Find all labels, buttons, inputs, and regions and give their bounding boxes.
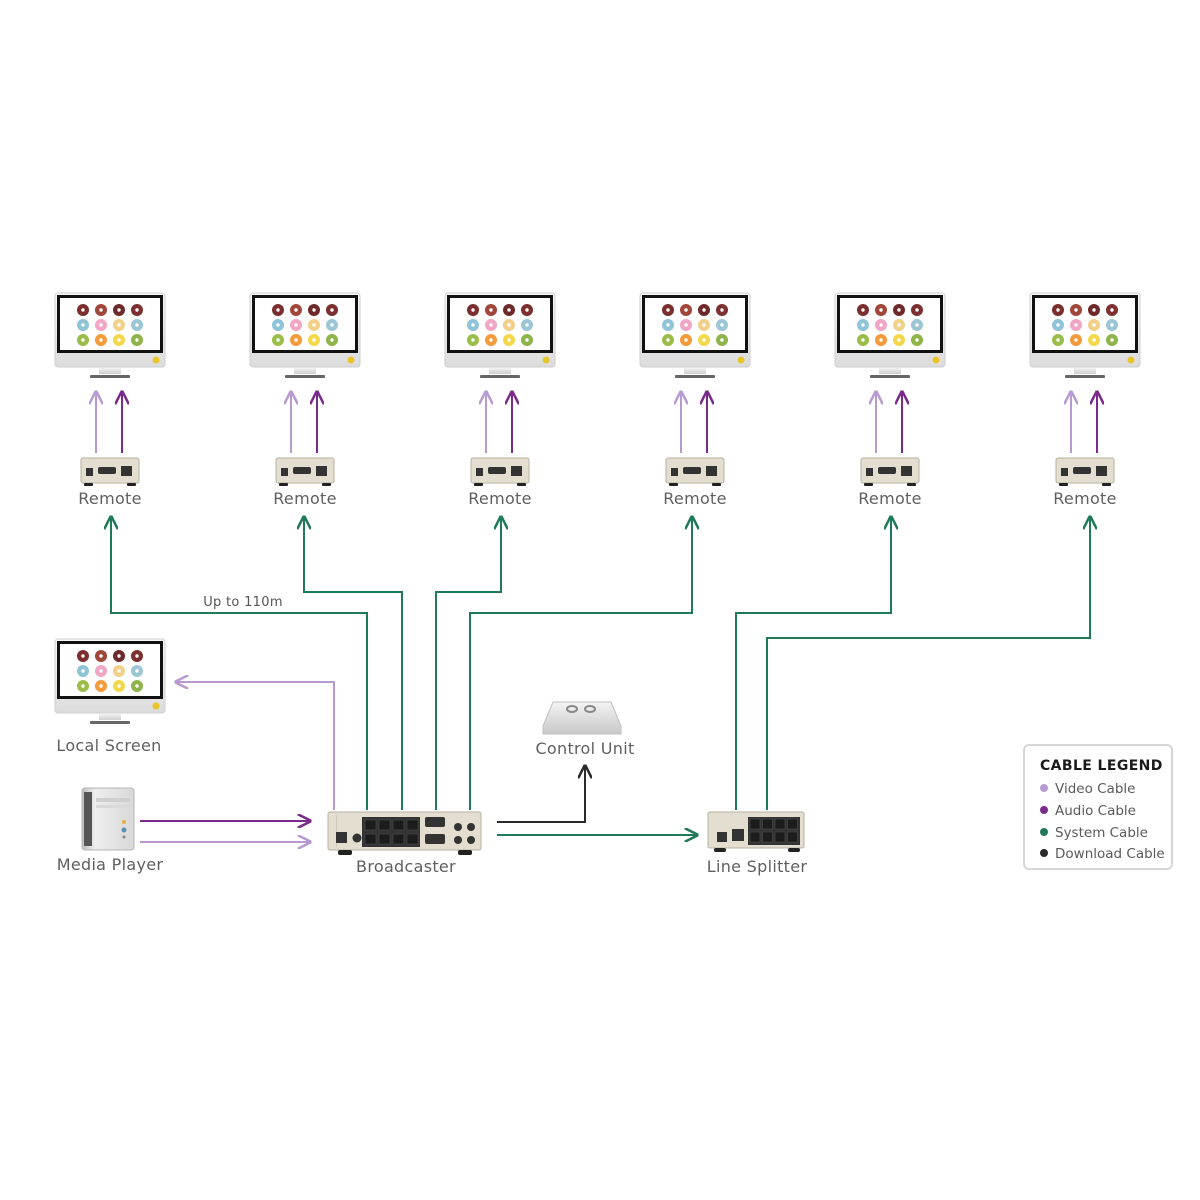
remote-label: Remote	[273, 489, 337, 508]
cable-legend: CABLE LEGEND Video Cable Audio Cable Sys…	[1023, 744, 1173, 870]
legend-title: CABLE LEGEND	[1040, 758, 1163, 774]
remote-label: Remote	[663, 489, 727, 508]
distance-label: Up to 110m	[203, 595, 283, 610]
remote-device-icon	[470, 457, 530, 486]
remote-monitor-4-icon	[639, 292, 751, 378]
remote-device-icon	[860, 457, 920, 486]
download-cable	[497, 766, 585, 823]
line-splitter-device-icon	[707, 811, 805, 852]
remote-label: Remote	[858, 489, 922, 508]
system-cable	[304, 517, 403, 810]
remote-label: Remote	[1053, 489, 1117, 508]
control-unit-device-icon	[542, 701, 622, 735]
audio-dot-icon	[1040, 806, 1048, 814]
remote-device-icon	[1055, 457, 1115, 486]
remote-device-icon	[665, 457, 725, 486]
remotes	[80, 457, 1115, 486]
remote-monitor-5-icon	[834, 292, 946, 378]
remote-device-icon	[80, 457, 140, 486]
remote-monitor-1-icon	[54, 292, 166, 378]
legend-item-download: Download Cable	[1040, 846, 1165, 862]
broadcaster-device-icon	[327, 811, 482, 855]
system-cable	[766, 517, 1090, 810]
legend-item-video: Video Cable	[1040, 781, 1135, 797]
video-cable	[176, 682, 335, 810]
remote-monitor-2-icon	[249, 292, 361, 378]
local-monitor-screen	[54, 638, 166, 724]
system-cable	[469, 517, 692, 810]
broadcaster-label: Broadcaster	[356, 857, 456, 876]
line-splitter-label: Line Splitter	[706, 857, 808, 876]
control-unit-label: Control Unit	[535, 739, 635, 758]
remote-label: Remote	[78, 489, 142, 508]
remote-device-icon	[275, 457, 335, 486]
media-player-label: Media Player	[56, 855, 164, 874]
system-dot-icon	[1040, 828, 1048, 836]
monitors	[54, 292, 1141, 378]
cables	[96, 392, 1097, 842]
system-cable	[111, 517, 368, 810]
remote-monitor-3-icon	[444, 292, 556, 378]
media-player-icon	[81, 787, 135, 851]
system-cable	[435, 517, 501, 810]
remote-label: Remote	[468, 489, 532, 508]
video-dot-icon	[1040, 784, 1048, 792]
remote-monitor-6-icon	[1029, 292, 1141, 378]
system-cable	[735, 517, 891, 810]
local-screen-monitor-icon	[54, 638, 166, 724]
local-screen-label: Local Screen	[56, 736, 162, 755]
download-dot-icon	[1040, 849, 1048, 857]
legend-item-audio: Audio Cable	[1040, 803, 1136, 819]
legend-item-system: System Cable	[1040, 825, 1148, 841]
